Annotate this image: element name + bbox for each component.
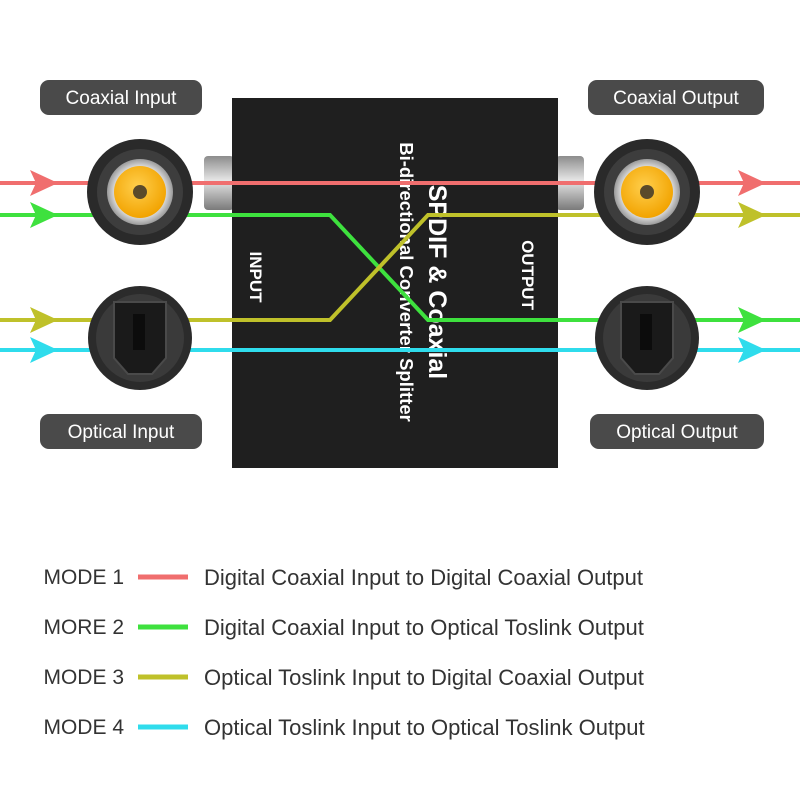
legend-mode-description: Optical Toslink Input to Digital Coaxial… — [204, 665, 644, 690]
legend-mode-description: Optical Toslink Input to Optical Toslink… — [204, 715, 645, 740]
arrowheads — [30, 170, 766, 363]
arrow-right-icon — [738, 337, 766, 363]
mode-legend: MODE 1 Digital Coaxial Input to Digital C… — [43, 565, 644, 740]
arrow-right-icon — [738, 307, 766, 333]
arrow-right-icon — [30, 337, 58, 363]
arrow-right-icon — [30, 202, 58, 228]
toslink-optical-jack-icon — [88, 286, 192, 390]
arrow-right-icon — [30, 307, 58, 333]
legend-item: MODE 3 Optical Toslink Input to Digital C… — [43, 665, 643, 690]
legend-mode-label: MODE 3 — [43, 666, 124, 689]
svg-text:Coaxial Output: Coaxial Output — [613, 88, 739, 109]
arrow-right-icon — [738, 202, 766, 228]
legend-mode-label: MORE 2 — [43, 616, 124, 639]
optical-output-label: Optical Output — [590, 414, 764, 449]
legend-mode-description: Digital Coaxial Input to Digital Coaxial… — [204, 565, 643, 590]
coaxial-input-label: Coaxial Input — [40, 80, 202, 115]
legend-item: MORE 2 Digital Coaxial Input to Optical T… — [43, 615, 643, 640]
arrow-right-icon — [738, 170, 766, 196]
arrow-right-icon — [30, 170, 58, 196]
rca-coaxial-jack-icon — [87, 139, 193, 245]
legend-mode-description: Digital Coaxial Input to Optical Toslink… — [204, 615, 644, 640]
svg-text:Optical Input: Optical Input — [68, 422, 175, 443]
svg-text:Optical Output: Optical Output — [616, 422, 738, 443]
legend-mode-label: MODE 1 — [43, 566, 124, 589]
input-side-label: INPUT — [246, 252, 265, 304]
rca-coaxial-jack-icon — [594, 139, 700, 245]
legend-item: MODE 1 Digital Coaxial Input to Digital C… — [43, 565, 643, 590]
coaxial-output-label: Coaxial Output — [588, 80, 764, 115]
legend-mode-label: MODE 4 — [43, 716, 124, 739]
optical-input-label: Optical Input — [40, 414, 202, 449]
legend-item: MODE 4 Optical Toslink Input to Optical T… — [43, 715, 644, 740]
svg-text:Coaxial Input: Coaxial Input — [66, 88, 178, 109]
toslink-optical-jack-icon — [595, 286, 699, 390]
output-side-label: OUTPUT — [518, 240, 537, 311]
